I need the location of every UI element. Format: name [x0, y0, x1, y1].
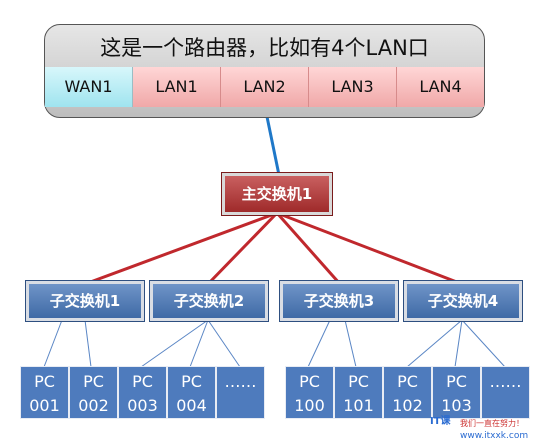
pc-link — [140, 319, 209, 368]
pc-number: 102 — [392, 396, 423, 415]
pc-box: PC 001 — [20, 366, 69, 419]
sub-switch-2: 子交换机2 — [149, 280, 269, 322]
port-lan2: LAN2 — [221, 67, 309, 107]
main-to-sub-switch-3-link — [275, 212, 342, 285]
pc-link — [207, 319, 241, 368]
watermark-logo: IT课 — [430, 416, 451, 427]
router-title: 这是一个路由器，比如有4个LAN口 — [100, 36, 429, 60]
pc-box: PC 004 — [167, 366, 216, 419]
pc-more-ellipsis: …… — [224, 372, 257, 391]
port-lan4: LAN4 — [397, 67, 484, 107]
pc-number: 100 — [294, 396, 325, 415]
pc-label: PC — [83, 372, 104, 391]
port-wan1: WAN1 — [45, 67, 133, 107]
pc-box: PC 003 — [118, 366, 167, 419]
main-to-sub-switch-4-link — [276, 211, 463, 286]
router-ports: WAN1 LAN1 LAN2 LAN3 LAN4 — [45, 67, 484, 107]
watermark: IT课 我们一直在努力！ www.itxxk.com — [430, 414, 540, 446]
pc-link — [43, 319, 63, 368]
pc-box: PC 101 — [334, 366, 383, 419]
watermark-slogan: 我们一直在努力！ — [460, 419, 524, 428]
pc-box-more: …… — [216, 366, 265, 419]
pc-number: 004 — [176, 396, 207, 415]
pc-number: 003 — [127, 396, 158, 415]
sub-switch-4: 子交换机4 — [403, 280, 523, 322]
sub-switch-1: 子交换机1 — [25, 280, 145, 322]
pc-number: 101 — [343, 396, 374, 415]
pc-box-more: …… — [481, 366, 530, 419]
pc-number: 002 — [78, 396, 109, 415]
main-switch: 主交换机1 — [221, 172, 333, 216]
pc-box: PC 103 — [432, 366, 481, 419]
pc-label: PC — [299, 372, 320, 391]
pc-label: PC — [34, 372, 55, 391]
port-lan1: LAN1 — [133, 67, 221, 107]
sub-switch-3: 子交换机3 — [279, 280, 399, 322]
pc-link — [454, 319, 463, 368]
pc-link — [84, 319, 92, 368]
pc-more-ellipsis: …… — [489, 372, 522, 391]
pc-link — [461, 319, 506, 368]
pc-link — [406, 319, 463, 368]
pc-link — [307, 319, 331, 368]
port-lan3: LAN3 — [309, 67, 397, 107]
pc-label: PC — [397, 372, 418, 391]
pc-box: PC 102 — [383, 366, 432, 419]
main-to-sub-switch-2-link — [206, 211, 279, 286]
pc-label: PC — [446, 372, 467, 391]
watermark-url: www.itxxk.com — [460, 431, 529, 441]
pc-links — [43, 319, 506, 368]
pc-label: PC — [132, 372, 153, 391]
pc-box: PC 100 — [285, 366, 334, 419]
pc-link — [189, 319, 209, 368]
router: 这是一个路由器，比如有4个LAN口 WAN1 LAN1 LAN2 LAN3 LA… — [44, 24, 485, 118]
pc-number: 001 — [29, 396, 60, 415]
main-to-sub-switch-1-link — [84, 211, 278, 286]
router-to-main-switch-link — [263, 106, 281, 176]
pc-link — [344, 319, 357, 368]
pc-label: PC — [348, 372, 369, 391]
pc-label: PC — [181, 372, 202, 391]
pc-number: 103 — [441, 396, 472, 415]
pc-box: PC 002 — [69, 366, 118, 419]
